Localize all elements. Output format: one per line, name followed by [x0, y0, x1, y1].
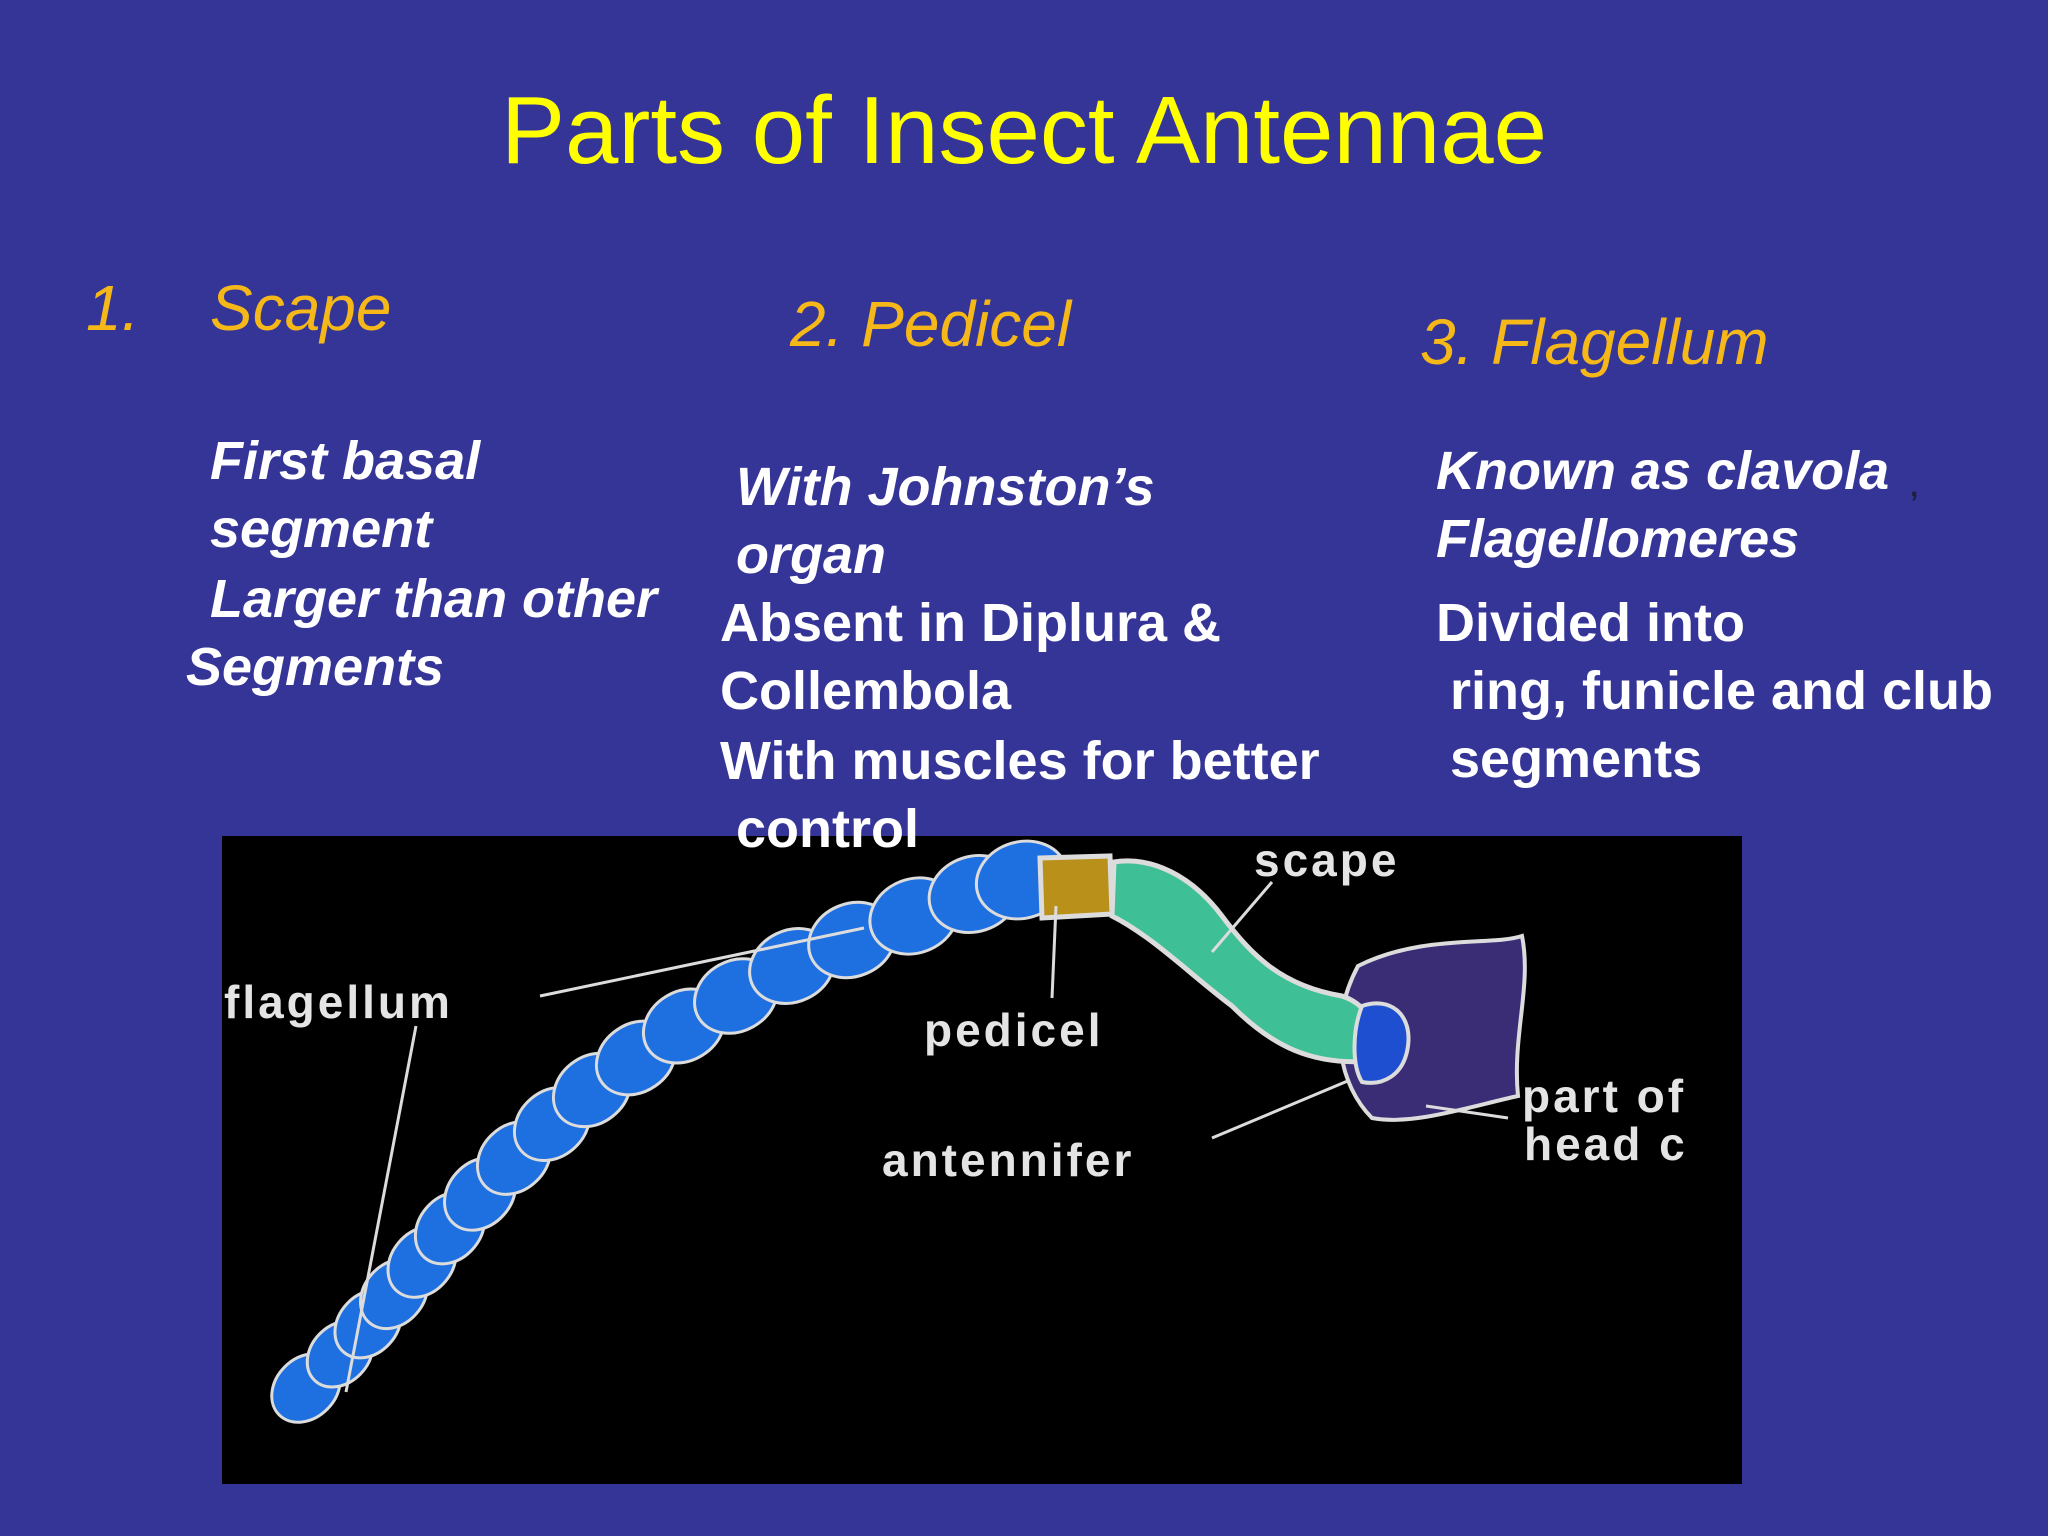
flagellum-line-2: Flagellomeres	[1436, 509, 1800, 569]
pedicel-line-1: With Johnston’s	[736, 457, 1155, 517]
pedicel-heading: 2. Pedicel	[790, 288, 1072, 360]
pedicel-line-3: Absent in Diplura &	[720, 593, 1222, 653]
flagellum-line-1: Known as clavola	[1436, 441, 1890, 501]
antenna-diagram: flagellum scape pedicel antennifer part …	[222, 836, 1742, 1484]
pedicel-line-6: control	[736, 799, 919, 859]
flagellum-pointer	[539, 926, 865, 998]
flagellum-line-4: ring, funicle and club	[1450, 661, 1994, 721]
label-antennifer: antennifer	[882, 1134, 1135, 1186]
pedicel-pointer	[1050, 905, 1058, 999]
head-pointer	[1425, 1104, 1509, 1120]
antennifer-pointer	[1211, 1078, 1351, 1140]
slide-title: Parts of Insect Antennae	[500, 77, 1547, 184]
label-scape: scape	[1254, 836, 1400, 886]
flagellum-pointer-down	[344, 1025, 418, 1393]
scape-line-1: First basal	[210, 431, 481, 491]
scape-line-3: Larger than other	[210, 569, 658, 629]
pedicel-line-5: With muscles for better	[720, 731, 1320, 791]
antenna-illustration	[270, 839, 1527, 1424]
flagellum-comma: ,	[1910, 470, 1919, 503]
scape-heading: Scape	[210, 272, 392, 344]
flagellum-line-5: segments	[1450, 729, 1703, 789]
scape-shape	[1109, 858, 1379, 1065]
scape-line-4: Segments	[186, 637, 445, 697]
scape-pointer	[1210, 881, 1274, 953]
flagellum-heading: 3. Flagellum	[1420, 306, 1769, 378]
antennifer-socket-shape	[1352, 1001, 1411, 1085]
label-flagellum: flagellum	[224, 976, 453, 1028]
scape-line-2: segment	[210, 499, 433, 559]
label-head: head c	[1524, 1118, 1688, 1170]
scape-number: 1.	[86, 272, 140, 344]
flagellum-segments	[270, 839, 1070, 1424]
flagellum-line-3: Divided into	[1436, 593, 1745, 653]
pedicel-line-4: Collembola	[720, 661, 1012, 721]
pedicel-shape	[1037, 853, 1115, 921]
label-pedicel: pedicel	[924, 1004, 1104, 1056]
label-part-of: part of	[1522, 1070, 1687, 1122]
pedicel-line-2: organ	[736, 525, 887, 585]
